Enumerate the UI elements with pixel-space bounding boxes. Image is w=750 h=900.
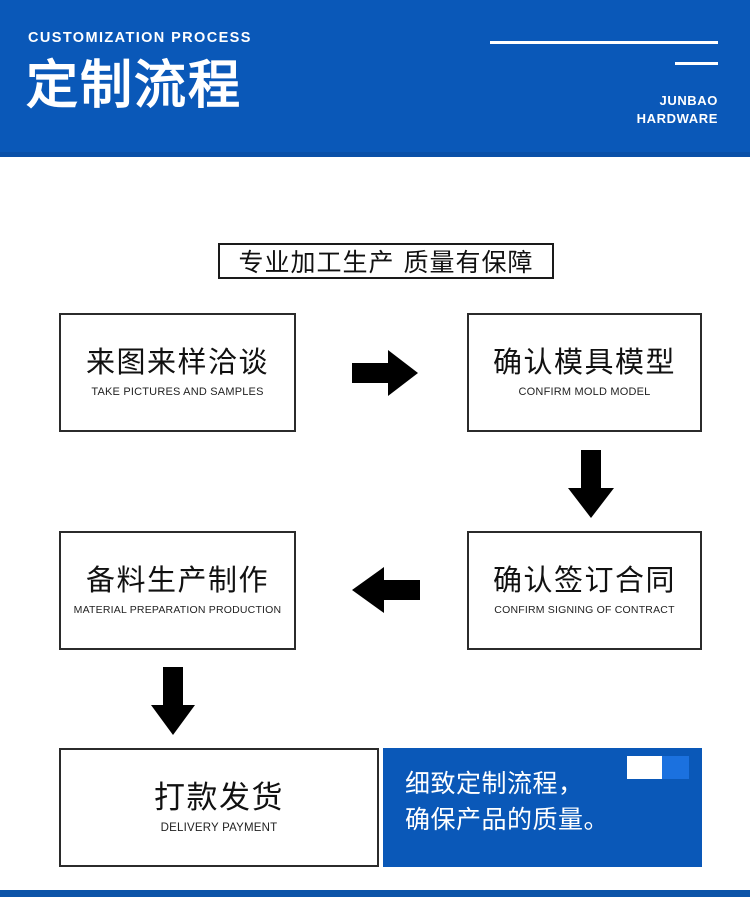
brand-line-2: HARDWARE xyxy=(636,110,718,126)
arrow-down-icon xyxy=(567,450,615,518)
brand-line-1: JUNBAO xyxy=(659,93,718,108)
brand-name: JUNBAO HARDWARE xyxy=(637,92,718,127)
arrow-down-icon xyxy=(150,667,196,735)
process-step-3-title: 确认签订合同 xyxy=(492,563,676,598)
callout-line-2: 确保产品的质量。 xyxy=(405,804,610,834)
process-step-5-title: 打款发货 xyxy=(154,779,284,816)
callout-text: 细致定制流程， 确保产品的质量。 xyxy=(405,766,609,837)
process-step-2-title: 确认模具模型 xyxy=(492,345,676,380)
slogan-banner: 专业加工生产 质量有保障 xyxy=(218,243,554,279)
header-underline xyxy=(0,152,750,157)
process-step-2: 确认模具模型 CONFIRM MOLD MODEL xyxy=(467,313,702,432)
process-step-4: 备料生产制作 MATERIAL PREPARATION PRODUCTION xyxy=(59,531,296,650)
arrow-left-icon xyxy=(352,565,420,615)
deco-square-white-icon xyxy=(627,756,662,779)
header-rule-long xyxy=(490,41,718,44)
process-step-1-title: 来图来样洽谈 xyxy=(85,345,269,380)
footer-bar xyxy=(0,890,750,897)
arrow-right-icon xyxy=(352,348,418,398)
process-step-5-subtitle: DELIVERY PAYMENT xyxy=(160,822,278,835)
header-rule-short xyxy=(675,62,718,65)
process-step-2-subtitle: CONFIRM MOLD MODEL xyxy=(518,385,651,398)
page-title: 定制流程 xyxy=(26,57,243,115)
process-step-5: 打款发货 DELIVERY PAYMENT xyxy=(59,748,379,867)
slogan-text: 专业加工生产 质量有保障 xyxy=(238,248,534,277)
callout-line-1: 细致定制流程， xyxy=(405,769,584,798)
process-step-4-subtitle: MATERIAL PREPARATION PRODUCTION xyxy=(73,603,282,616)
process-step-1-subtitle: TAKE PICTURES AND SAMPLES xyxy=(91,385,264,398)
process-step-4-title: 备料生产制作 xyxy=(85,563,269,598)
process-step-1: 来图来样洽谈 TAKE PICTURES AND SAMPLES xyxy=(59,313,296,432)
process-step-3-subtitle: CONFIRM SIGNING OF CONTRACT xyxy=(494,603,675,616)
header-eyebrow: CUSTOMIZATION PROCESS xyxy=(28,30,252,46)
deco-square-blue-icon xyxy=(662,756,689,779)
process-step-3: 确认签订合同 CONFIRM SIGNING OF CONTRACT xyxy=(467,531,702,650)
page-header: CUSTOMIZATION PROCESS 定制流程 JUNBAO HARDWA… xyxy=(0,0,750,157)
callout-panel: 细致定制流程， 确保产品的质量。 xyxy=(383,748,702,867)
